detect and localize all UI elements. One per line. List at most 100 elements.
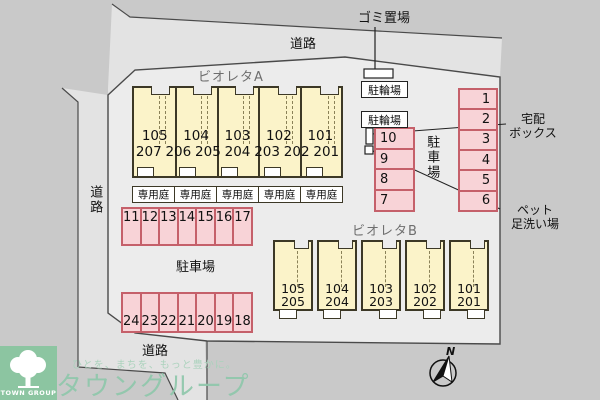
building-b-unit: 105 205 <box>273 240 313 319</box>
porch-notch <box>137 167 154 176</box>
parking-space: 20 <box>195 292 216 333</box>
compass-icon <box>429 355 457 387</box>
bicycle-parking-box-1: 駐輪場 <box>361 81 408 98</box>
stair-dashes <box>165 96 166 144</box>
stair-dashes <box>297 251 298 287</box>
stair-dashes <box>334 96 335 144</box>
parking-lot-label-right: 駐車場 <box>424 135 440 180</box>
parking-space: 6 <box>458 189 498 212</box>
parking-space: 17 <box>232 207 253 246</box>
garbage-area-label: ゴミ置場 <box>358 11 411 26</box>
unit-number: 201 <box>313 144 340 160</box>
parking-row-18-24: 24 23 22 21 20 19 18 <box>121 292 265 333</box>
porch-tab <box>467 309 485 319</box>
unit-number: 206 <box>165 144 192 160</box>
building-a: 105 104 103 102 101 207 206 205 204 203 … <box>132 86 343 178</box>
unit-number: 105 <box>141 128 168 144</box>
building-b-name: ビオレタB <box>352 224 418 239</box>
parking-column-7-10: 10 9 8 7 <box>374 127 415 212</box>
unit-number: 102 <box>266 128 292 144</box>
road-label-left: 道路 <box>87 185 103 215</box>
bicycle-parking-box-2: 駐輪場 <box>361 111 408 128</box>
pet-wash-label-line1: ペット <box>516 203 553 217</box>
delivery-box <box>365 127 374 145</box>
stair-dashes <box>249 96 250 144</box>
entrance-notch <box>235 86 254 95</box>
road-edge-left <box>61 87 79 367</box>
entrance-notch <box>193 86 212 95</box>
entrance-notch <box>338 240 353 249</box>
entrance-notch <box>278 86 297 95</box>
parking-space: 1 <box>458 88 498 111</box>
unit-number: 205 <box>281 294 305 309</box>
road-label-top: 道路 <box>290 37 317 52</box>
private-garden: 専用庭 <box>300 186 343 203</box>
unit-number: 101 <box>307 128 334 144</box>
parking-space: 10 <box>374 127 415 150</box>
private-garden: 専用庭 <box>174 186 217 203</box>
tree-icon <box>10 350 46 388</box>
unit-number: 202 <box>283 144 310 160</box>
parking-space: 3 <box>458 128 498 151</box>
pet-wash-label-line2: 足洗い場 <box>510 217 559 231</box>
road-top-area <box>108 4 502 95</box>
building-b-unit: 101 201 <box>449 240 489 319</box>
unit-number: 105 <box>281 281 305 296</box>
parking-space: 4 <box>458 148 498 172</box>
building-b-unit: 102 202 <box>405 240 445 319</box>
garbage-area-box <box>363 68 394 79</box>
stair-dashes <box>328 96 329 144</box>
unit-number: 203 <box>254 144 280 160</box>
stair-dashes <box>207 96 208 144</box>
parking-space: 2 <box>458 108 498 131</box>
entrance-notch <box>470 240 485 249</box>
stair-dashes <box>292 96 293 144</box>
parking-space: 15 <box>195 207 216 246</box>
parking-column-1-6: 1 2 3 4 5 6 <box>458 88 498 212</box>
unit-divider <box>175 88 178 176</box>
entrance-notch <box>382 240 397 249</box>
unit-number: 207 <box>135 144 162 160</box>
stair-dashes <box>201 96 202 144</box>
porch-notch <box>221 167 238 176</box>
building-b-unit: 104 204 <box>317 240 357 319</box>
parking-space: 24 <box>121 292 142 333</box>
parking-space: 7 <box>374 189 415 212</box>
building-b-unit: 103 203 <box>361 240 401 319</box>
building-a-floor2-numbers: 207 206 205 204 203 202 201 <box>134 144 341 160</box>
porch-tab <box>423 309 441 319</box>
parking-space: 14 <box>176 207 198 246</box>
parking-space: 23 <box>139 292 161 333</box>
unit-number: 101 <box>457 281 481 296</box>
unit-number: 102 <box>413 281 437 296</box>
stair-dashes <box>159 96 160 144</box>
porch-notch <box>264 167 281 176</box>
parking-space: 11 <box>121 207 142 246</box>
parking-space: 18 <box>232 292 253 333</box>
parking-space: 16 <box>213 207 235 246</box>
parking-lot-label-left: 駐車場 <box>176 260 216 275</box>
road-left-bottom-area <box>62 88 207 400</box>
unit-number: 104 <box>183 128 209 144</box>
town-group-logo: TOWN GROUP <box>0 346 57 400</box>
road-edge-bottom-curve <box>77 366 179 400</box>
road-edge-top <box>111 3 503 39</box>
entrance-notch <box>426 240 441 249</box>
logo-text: TOWN GROUP <box>0 389 57 397</box>
delivery-box-label: 宅配 ボックス <box>504 112 562 140</box>
unit-number: 204 <box>325 294 349 309</box>
building-a-floor1-numbers: 105 104 103 102 101 <box>134 128 341 144</box>
porch-tab <box>279 309 297 319</box>
stair-dashes <box>341 251 342 287</box>
pet-wash-box <box>364 145 374 155</box>
unit-number: 104 <box>325 281 349 296</box>
unit-divider <box>258 88 261 176</box>
parking-space: 9 <box>374 147 415 171</box>
unit-number: 201 <box>457 294 481 309</box>
parking-space: 13 <box>158 207 179 246</box>
unit-number: 205 <box>195 144 221 160</box>
road-label-bottom: 道路 <box>142 344 169 359</box>
delivery-box-label-line2: ボックス <box>509 126 557 140</box>
porch-tab <box>379 309 397 319</box>
north-indicator: N <box>446 345 456 358</box>
